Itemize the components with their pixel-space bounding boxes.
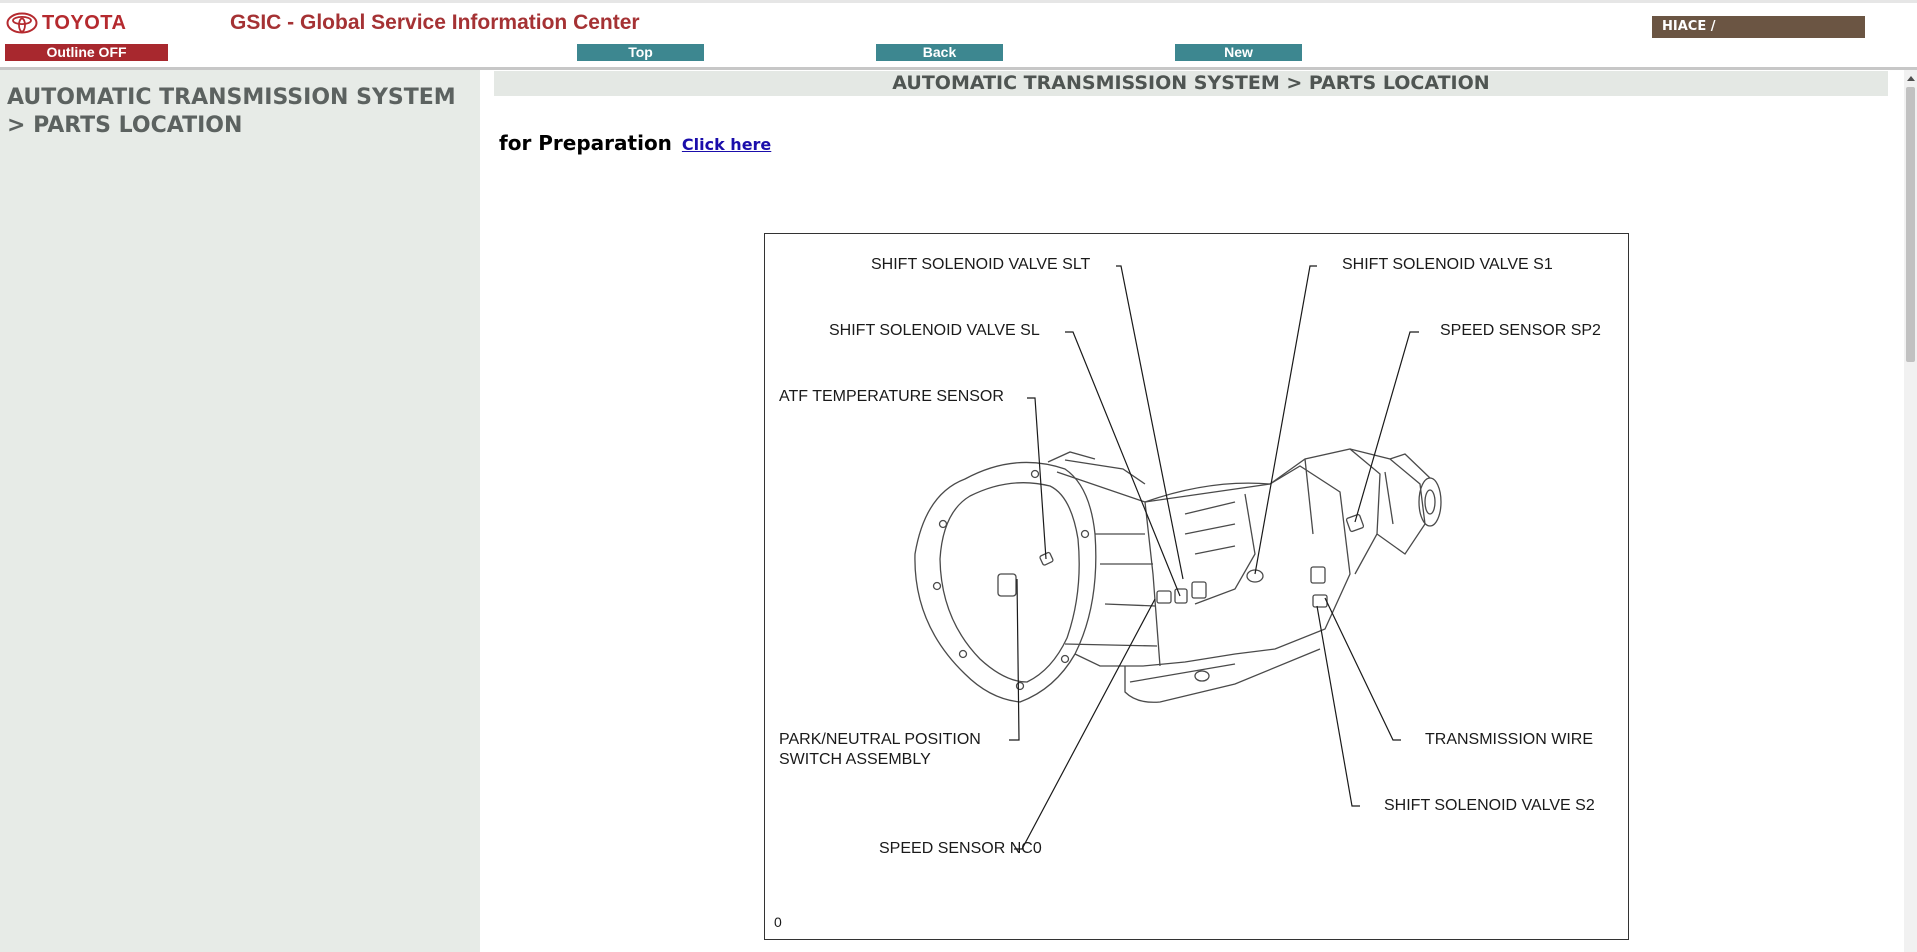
sidebar-title: AUTOMATIC TRANSMISSION SYSTEM > PARTS LO…: [0, 70, 477, 140]
back-button[interactable]: Back: [876, 44, 1003, 61]
section-title: AUTOMATIC TRANSMISSION SYSTEM > PARTS LO…: [494, 71, 1888, 96]
top-button[interactable]: Top: [577, 44, 704, 61]
callout-atf-temperature-sensor: ATF TEMPERATURE SENSOR: [779, 388, 1004, 405]
brand-name: TOYOTA: [42, 11, 127, 34]
scrollbar-thumb[interactable]: [1906, 87, 1915, 362]
callout-shift-solenoid-s2: SHIFT SOLENOID VALVE S2: [1384, 797, 1595, 814]
header-divider: [0, 67, 1917, 72]
sidebar-title-line2: > PARTS LOCATION: [7, 113, 243, 138]
new-button[interactable]: New: [1175, 44, 1302, 61]
callout-shift-solenoid-sl: SHIFT SOLENOID VALVE SL: [829, 322, 1040, 339]
callout-speed-sensor-sp2: SPEED SENSOR SP2: [1440, 322, 1601, 339]
brand-logo[interactable]: TOYOTA: [6, 11, 126, 35]
main-content: AUTOMATIC TRANSMISSION SYSTEM > PARTS LO…: [480, 70, 1904, 952]
parts-location-figure: SHIFT SOLENOID VALVE SLT SHIFT SOLENOID …: [764, 233, 1629, 940]
vertical-scrollbar[interactable]: [1904, 70, 1917, 952]
callout-shift-solenoid-slt: SHIFT SOLENOID VALVE SLT: [871, 256, 1091, 273]
vehicle-badge[interactable]: HIACE /: [1652, 16, 1865, 38]
app-header: TOYOTA GSIC - Global Service Information…: [0, 0, 1917, 72]
outline-sidebar: AUTOMATIC TRANSMISSION SYSTEM > PARTS LO…: [0, 70, 480, 952]
preparation-line: for Preparation Click here: [499, 131, 771, 155]
scroll-up-arrow-icon[interactable]: [1907, 76, 1915, 81]
preparation-link[interactable]: Click here: [681, 135, 772, 154]
transmission-illustration: [914, 265, 1442, 850]
toyota-emblem-icon: [6, 12, 38, 34]
callout-speed-sensor-nc0: SPEED SENSOR NC0: [879, 840, 1042, 857]
outline-toggle-button[interactable]: Outline OFF: [5, 44, 168, 61]
sidebar-title-line1: AUTOMATIC TRANSMISSION SYSTEM: [7, 85, 456, 110]
app-title: GSIC - Global Service Information Center: [230, 11, 640, 34]
callout-transmission-wire: TRANSMISSION WIRE: [1425, 731, 1594, 748]
figure-id: 0: [774, 914, 782, 930]
preparation-label: for Preparation: [499, 131, 672, 155]
callout-park-neutral-switch: PARK/NEUTRAL POSITION SWITCH ASSEMBLY: [779, 731, 981, 768]
callout-shift-solenoid-s1: SHIFT SOLENOID VALVE S1: [1342, 256, 1553, 273]
